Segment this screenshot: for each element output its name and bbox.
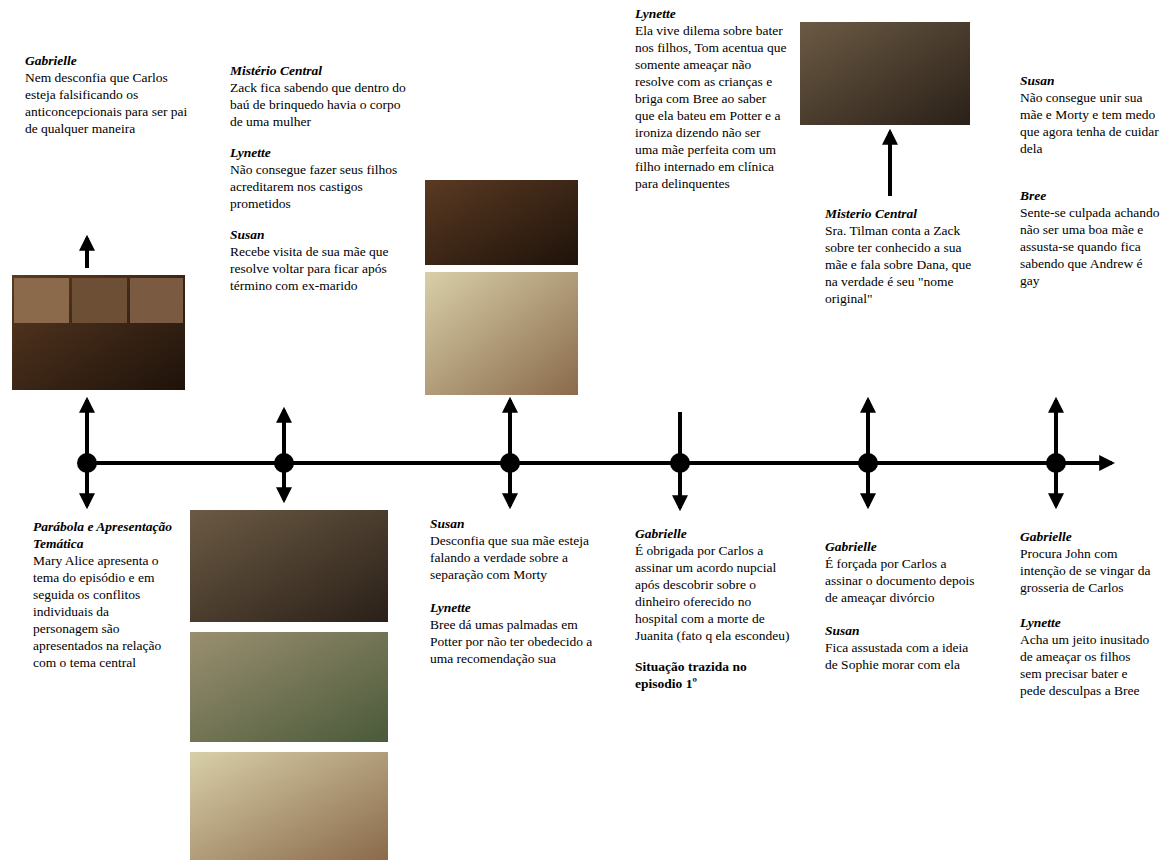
node-body: Nem desconfia que Carlos esteja falsific… (25, 69, 200, 137)
node-heading: Lynette (1020, 614, 1155, 631)
node-body: Fica assustada com a ideia de Sophie mor… (825, 639, 977, 673)
event-block: Misterio CentralSra. Tilman conta a Zack… (825, 205, 987, 307)
event-block: LynetteNão consegue fazer seus filhos ac… (230, 144, 410, 212)
node-heading: Susan (430, 515, 602, 532)
node-body: Desconfia que sua mãe esteja falando a v… (430, 532, 602, 583)
event-block: LynetteEla vive dilema sobre bater nos f… (635, 5, 787, 192)
event-block: GabrielleÉ obrigada por Carlos a assinar… (635, 525, 790, 692)
photo-detail (72, 278, 127, 323)
node-heading: Gabrielle (25, 52, 200, 69)
node-heading: Parábola e Apresentação Temática (33, 518, 173, 552)
node-body: Procura John com intenção de se vingar d… (1020, 545, 1155, 596)
node-heading: Gabrielle (1020, 528, 1155, 545)
photo (190, 510, 388, 622)
node-heading: Lynette (230, 144, 410, 161)
photo-detail (130, 278, 183, 323)
node-heading: Lynette (635, 5, 787, 22)
event-block: Parábola e Apresentação TemáticaMary Ali… (33, 518, 173, 671)
node-body: Não consegue fazer seus filhos acreditar… (230, 161, 410, 212)
node-body: Bree dá umas palmadas em Potter por não … (430, 616, 602, 667)
node-body: Recebe visita de sua mãe que resolve vol… (230, 243, 410, 294)
node-body: Não consegue unir sua mãe e Morty e tem … (1020, 89, 1165, 157)
node-body: É obrigada por Carlos a assinar um acord… (635, 542, 790, 644)
node-body: É forçada por Carlos a assinar o documen… (825, 555, 977, 606)
node-note: Situação trazida no episodio 1º (635, 658, 790, 692)
node-heading: Susan (1020, 72, 1165, 89)
node-heading: Gabrielle (825, 538, 977, 555)
photo-detail (14, 278, 69, 323)
node-body: Ela vive dilema sobre bater nos filhos, … (635, 22, 787, 192)
node-body: Sente-se culpada achando não ser uma boa… (1020, 204, 1165, 289)
photo (425, 272, 578, 395)
photo (12, 275, 185, 390)
timeline-dots (77, 453, 1066, 473)
node-body: Zack fica sabendo que dentro do baú de b… (230, 79, 410, 130)
photo (425, 180, 578, 265)
event-block: SusanNão consegue unir sua mãe e Morty e… (1020, 72, 1165, 157)
event-block: LynetteBree dá umas palmadas em Potter p… (430, 599, 602, 667)
node-body: Sra. Tilman conta a Zack sobre ter conhe… (825, 222, 987, 307)
event-block: LynetteAcha um jeito inusitado de ameaça… (1020, 614, 1155, 699)
event-block: SusanFica assustada com a ideia de Sophi… (825, 622, 977, 673)
event-block: SusanRecebe visita de sua mãe que resolv… (230, 226, 410, 294)
node-body: Mary Alice apresenta o tema do episódio … (33, 552, 173, 671)
event-block: GabrielleProcura John com intenção de se… (1020, 528, 1155, 596)
event-block: GabrielleÉ forçada por Carlos a assinar … (825, 538, 977, 606)
photo (190, 752, 388, 860)
node-heading: Susan (825, 622, 977, 639)
event-block: BreeSente-se culpada achando não ser uma… (1020, 187, 1165, 289)
node-heading: Misterio Central (825, 205, 987, 222)
node-heading: Bree (1020, 187, 1165, 204)
node-heading: Gabrielle (635, 525, 790, 542)
timeline-axis (78, 461, 1112, 465)
node-heading: Lynette (430, 599, 602, 616)
photo (800, 22, 970, 125)
photo (190, 632, 388, 742)
event-block: GabrielleNem desconfia que Carlos esteja… (25, 52, 200, 137)
event-block: Mistério CentralZack fica sabendo que de… (230, 62, 410, 130)
event-arrows (87, 132, 1056, 508)
event-block: SusanDesconfia que sua mãe esteja faland… (430, 515, 602, 583)
node-heading: Susan (230, 226, 410, 243)
node-body: Acha um jeito inusitado de ameaçar os fi… (1020, 631, 1155, 699)
node-heading: Mistério Central (230, 62, 410, 79)
